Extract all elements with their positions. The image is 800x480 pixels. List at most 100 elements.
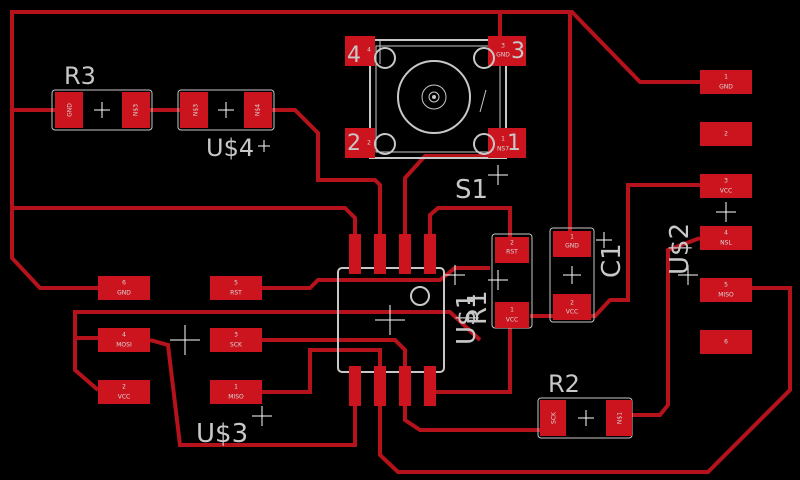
u3-pad-3-net: SCK xyxy=(230,342,243,349)
u3-pad-5 xyxy=(210,276,262,300)
u2-refdes: U$2 xyxy=(665,223,695,275)
r1-resistor: 2 RST 1 VCC R1 xyxy=(463,233,533,329)
u2-pad-4-net: NSL xyxy=(720,240,732,247)
s1-pin-3-label: 3 xyxy=(501,43,505,50)
u2-pad-2-num: 2 xyxy=(724,131,728,138)
u3-header: 6 GND 5 RST 4 MOSI 3 SCK 2 VCC 1 MISO U$… xyxy=(98,276,272,449)
u2-pad-3-net: VCC xyxy=(720,188,732,195)
trace-mosi-u1 xyxy=(149,338,357,447)
s1-switch: 4 3 2 1 4 3 GND 2 1 NS7 S1 xyxy=(345,36,526,205)
u3-pad-2 xyxy=(98,380,150,404)
r1-refdes: R1 xyxy=(463,290,493,325)
trace-u1-r1 xyxy=(428,206,512,240)
u3-pad-1-num: 1 xyxy=(234,384,238,391)
u4-pad-b-label: N$4 xyxy=(255,104,262,116)
u2-pad-4-num: 4 xyxy=(724,230,728,237)
c1-pad-vcc-num: 2 xyxy=(570,300,574,307)
u4-refdes: U$4 xyxy=(206,134,254,162)
u3-pad-2-net: VCC xyxy=(118,394,130,401)
u3-pad-6-net: GND xyxy=(117,290,131,297)
s1-pad-2 xyxy=(345,128,375,158)
s1-pin-3-big: 3 xyxy=(511,39,525,64)
r2-resistor: SCK N$1 R2 xyxy=(537,370,633,439)
trace-miso-u2 xyxy=(378,286,792,474)
u4-component: N$3 N$4 U$4 xyxy=(177,89,275,162)
u3-pad-3 xyxy=(210,328,262,352)
c1-pad-gnd-net: GND xyxy=(565,243,579,250)
u2-pad-1-num: 1 xyxy=(724,74,728,81)
u3-pad-3-num: 3 xyxy=(234,332,238,339)
trace-gnd-top xyxy=(10,10,700,112)
r2-pad-n1 xyxy=(606,400,632,436)
u3-pad-4-net: MOSI xyxy=(116,342,132,349)
trace-r2-u2 xyxy=(625,236,701,417)
r3-pad-n3 xyxy=(122,92,150,128)
r2-refdes: R2 xyxy=(548,370,580,398)
trace-top-to-u1 xyxy=(12,206,357,240)
r2-pad-n1-label: N$1 xyxy=(617,412,624,424)
trace-u4-u1 xyxy=(272,108,382,240)
u1-pin-5 xyxy=(424,234,436,274)
u1-pin-7 xyxy=(374,234,386,274)
s1-refdes: S1 xyxy=(455,175,488,205)
c1-pad-vcc xyxy=(553,294,591,320)
s1-pin-2-big: 2 xyxy=(347,131,361,156)
u1-pin-4 xyxy=(424,366,436,406)
trace-rst xyxy=(262,266,490,290)
u1-pin-6 xyxy=(399,234,411,274)
u1-pin-2 xyxy=(374,366,386,406)
u3-refdes: U$3 xyxy=(196,419,248,449)
s1-pin-4-big: 4 xyxy=(347,43,361,68)
s1-pin-2-label: 2 xyxy=(367,140,371,147)
r3-pad-gnd-label: GND xyxy=(67,103,74,117)
s1-pin-3-net: GND xyxy=(496,52,510,59)
c1-pad-gnd-num: 1 xyxy=(570,234,574,241)
u3-pad-4-num: 4 xyxy=(122,332,126,339)
c1-capacitor: 1 GND 2 VCC C1 xyxy=(549,227,627,323)
r1-pad-rst-num: 2 xyxy=(510,240,514,247)
u2-pad-5-net: MISO xyxy=(718,292,734,299)
s1-pin-4-label: 4 xyxy=(367,47,371,54)
u4-pad-b xyxy=(244,92,272,128)
u1-pin-8 xyxy=(349,234,361,274)
u2-pad-6-num: 6 xyxy=(724,339,728,346)
u2-pad-5-num: 5 xyxy=(724,282,728,289)
s1-hole-1 xyxy=(473,133,495,155)
r1-pad-vcc-net: VCC xyxy=(506,317,518,324)
u2-pad-1-net: GND xyxy=(719,84,733,91)
r2-pad-sck xyxy=(540,400,566,436)
c1-pad-gnd xyxy=(553,231,591,257)
s1-pin-1-big: 1 xyxy=(507,131,521,156)
u1-refdes: U$1 xyxy=(452,293,482,345)
u1-pin-3 xyxy=(399,366,411,406)
u2-pad-2 xyxy=(700,122,752,146)
s1-pin-1-label: 1 xyxy=(501,136,505,143)
u1-pin-1 xyxy=(349,366,361,406)
u3-pad-1-net: MISO xyxy=(228,394,244,401)
u3-pad-5-net: RST xyxy=(230,290,242,297)
u1-pin1-dot xyxy=(410,286,430,306)
r1-pad-rst-net: RST xyxy=(506,249,518,256)
u3-pad-4 xyxy=(98,328,150,352)
c1-refdes: C1 xyxy=(597,243,627,278)
s1-hole-3 xyxy=(473,47,495,69)
trace-miso-left xyxy=(262,348,382,394)
u2-pad-5 xyxy=(700,278,752,302)
s1-hole-4 xyxy=(374,47,396,69)
r3-pad-n3-label: N$3 xyxy=(133,104,140,116)
u4-pad-a-label: N$3 xyxy=(193,104,200,116)
u2-header: 1 GND 2 3 VCC 4 NSL 5 MISO 6 U$2 xyxy=(665,70,752,354)
u4-pad-a xyxy=(180,92,208,128)
u2-pad-6 xyxy=(700,330,752,354)
c1-pad-vcc-net: VCC xyxy=(566,309,578,316)
trace-u1-r1-bottom xyxy=(430,320,512,394)
r2-pad-sck-label: SCK xyxy=(551,411,558,424)
u2-pad-3-num: 3 xyxy=(724,178,728,185)
r1-pad-vcc-num: 1 xyxy=(510,307,514,314)
s1-hole-2 xyxy=(374,133,396,155)
u3-pad-6 xyxy=(98,276,150,300)
u3-pad-6-num: 6 xyxy=(122,280,126,287)
trace-vcc-left xyxy=(73,312,100,392)
s1-pad-4 xyxy=(345,36,375,66)
